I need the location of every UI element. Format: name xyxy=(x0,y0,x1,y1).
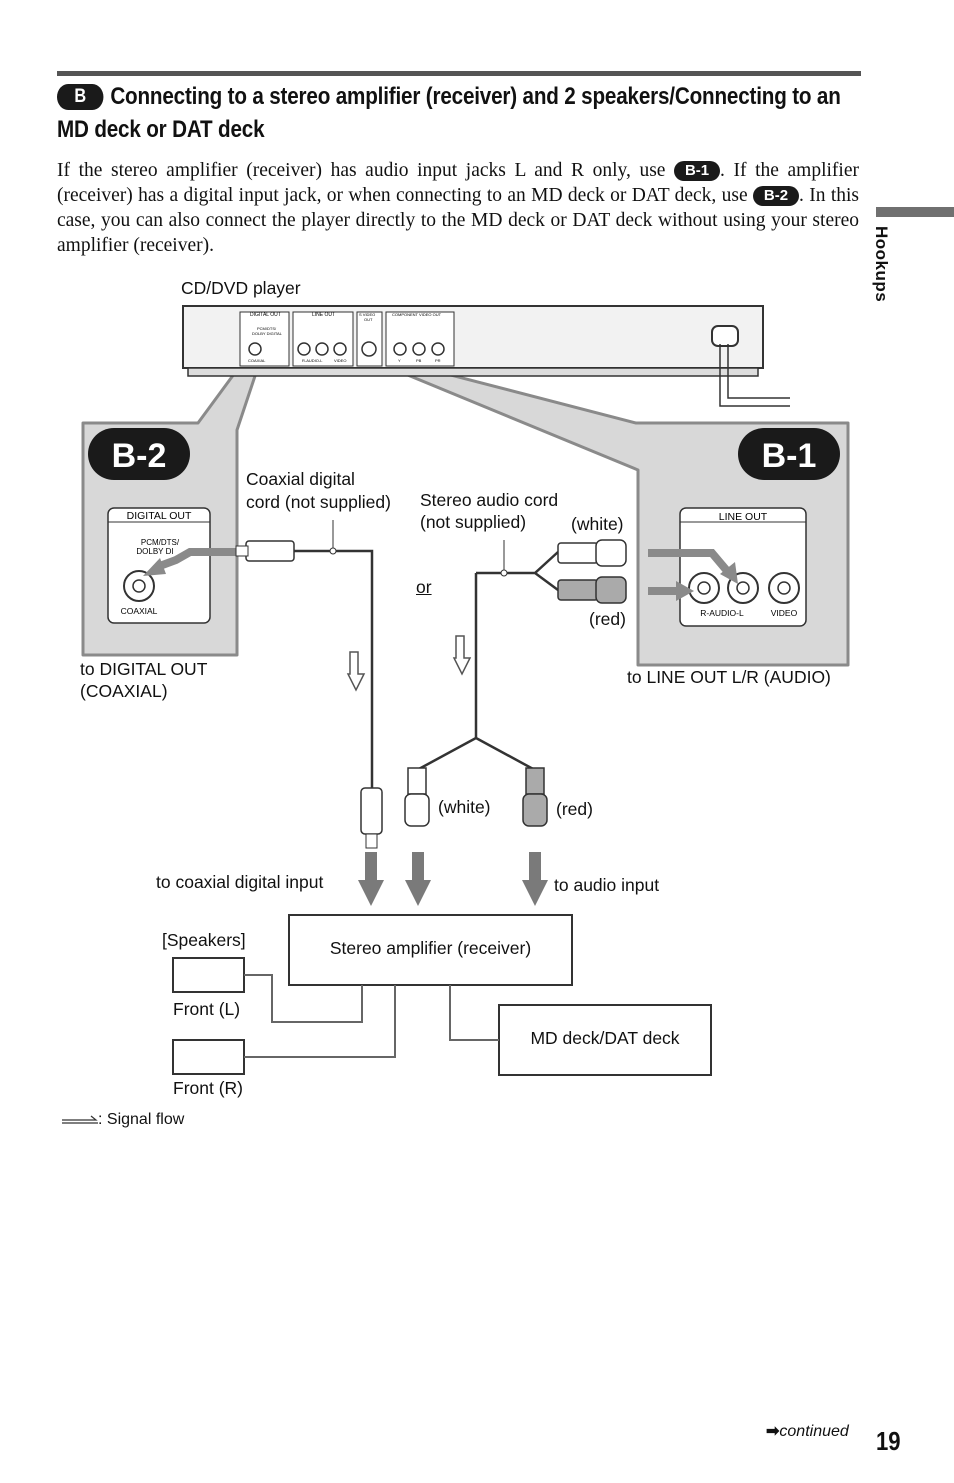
b1-video-label: VIDEO xyxy=(771,608,798,618)
amplifier-box xyxy=(288,914,573,986)
panel-out: OUT xyxy=(364,317,373,322)
to-digital-out-label-2: (COAXIAL) xyxy=(80,681,168,701)
wire-front-r xyxy=(244,985,396,1058)
input-arrows xyxy=(358,852,548,906)
panel-line-out: LINE OUT xyxy=(312,312,335,318)
b1-arrow-red-head xyxy=(676,581,694,601)
page-number: 19 xyxy=(876,1426,901,1456)
b2-connection-arrow xyxy=(155,548,236,571)
side-tab-label: Hookups xyxy=(872,226,891,303)
section-title: Connecting to a stereo amplifier (receiv… xyxy=(57,83,841,143)
panel-video: VIDEO xyxy=(334,358,346,363)
b1-badge-shape xyxy=(738,428,840,480)
continued-note: ➡continued xyxy=(766,1421,849,1441)
panel-y: Y xyxy=(398,358,401,363)
dvd-player xyxy=(182,305,790,407)
wire-front-l xyxy=(244,974,363,1023)
white-label-bottom: (white) xyxy=(438,797,491,817)
speaker-front-l xyxy=(172,957,245,993)
b1-badge: B-1 xyxy=(762,437,817,475)
signal-arrow-coax xyxy=(346,651,366,692)
speaker-front-r xyxy=(172,1039,245,1075)
speakers-label: [Speakers] xyxy=(162,930,246,950)
md-deck-label: MD deck/DAT deck xyxy=(530,1028,680,1048)
stereo-cord-label-2: (not supplied) xyxy=(420,512,527,532)
panel-coaxial: COAXIAL xyxy=(248,358,266,363)
continued-arrow-icon: ➡ xyxy=(766,1423,780,1440)
intro-badge-b2: B-2 xyxy=(753,186,799,206)
panel-component: COMPONENT VIDEO OUT xyxy=(392,312,442,317)
stereo-cord-label-1: Stereo audio cord xyxy=(420,490,559,510)
b1-arrow-white xyxy=(648,549,732,575)
stereo-audio-cord xyxy=(404,539,627,827)
front-r-label: Front (R) xyxy=(173,1078,243,1098)
signal-flow-label: : Signal flow xyxy=(98,1111,185,1128)
coaxial-cord xyxy=(235,520,383,849)
coax-cord-label-2: cord (not supplied) xyxy=(246,492,391,512)
amplifier-label: Stereo amplifier (receiver) xyxy=(329,938,532,958)
red-label-top: (red) xyxy=(589,609,626,629)
b2-coaxial-label: COAXIAL xyxy=(121,606,158,616)
b2-badge-shape xyxy=(88,428,190,480)
b1-jack-box xyxy=(679,507,807,627)
white-label-top: (white) xyxy=(571,514,624,534)
panel-pr: PR xyxy=(435,358,441,363)
intro-part2: . If the amplifier (receiver) has a digi… xyxy=(57,160,859,206)
panel-pcm: PCM/DTS/ xyxy=(257,326,277,331)
b2-arrow-head xyxy=(143,558,166,576)
continued-label: continued xyxy=(779,1423,849,1440)
b2-badge: B-2 xyxy=(112,437,167,475)
wire-md-deck xyxy=(449,985,499,1041)
side-tab-bar xyxy=(876,207,954,217)
panel-r-audio-l: R-AUDIO-L xyxy=(302,358,323,363)
b1-arrow-white-head xyxy=(720,562,738,584)
signal-arrow-stereo xyxy=(452,635,472,676)
to-line-out-label: to LINE OUT L/R (AUDIO) xyxy=(627,667,831,687)
section-rule xyxy=(57,71,861,76)
b2-digital-out-label: DIGITAL OUT xyxy=(127,510,192,522)
section-badge: B xyxy=(57,84,104,110)
to-digital-out-label-1: to DIGITAL OUT xyxy=(80,659,208,679)
panel-pb: PB xyxy=(416,358,422,363)
front-l-label: Front (L) xyxy=(173,999,241,1019)
intro-part1: If the stereo amplifier (receiver) has a… xyxy=(57,160,675,181)
panel-dolby: DOLBY DIGITAL xyxy=(252,331,283,336)
b1-r-audio-l-label: R-AUDIO-L xyxy=(700,608,744,618)
b2-dolby-label: DOLBY DI xyxy=(136,547,173,556)
intro-paragraph: If the stereo amplifier (receiver) has a… xyxy=(57,158,859,258)
intro-badge-b1: B-1 xyxy=(674,161,721,181)
panel-digital-out: DIGITAL OUT xyxy=(250,312,281,318)
signal-flow-icon xyxy=(62,1115,98,1121)
b1-line-out-label: LINE OUT xyxy=(719,511,768,523)
to-coaxial-input-label: to coaxial digital input xyxy=(156,872,324,892)
red-label-bottom: (red) xyxy=(556,799,593,819)
coax-cord-label-1: Coaxial digital xyxy=(246,469,355,489)
player-label: CD/DVD player xyxy=(181,278,301,298)
intro-part3: . In this case, you can also connect the… xyxy=(57,185,859,256)
or-label: or xyxy=(416,577,432,597)
md-deck-box xyxy=(498,1004,712,1076)
panel-s-video: S VIDEO xyxy=(359,312,375,317)
to-audio-input-label: to audio input xyxy=(554,875,660,895)
b2-pcm-label: PCM/DTS/ xyxy=(141,538,180,547)
